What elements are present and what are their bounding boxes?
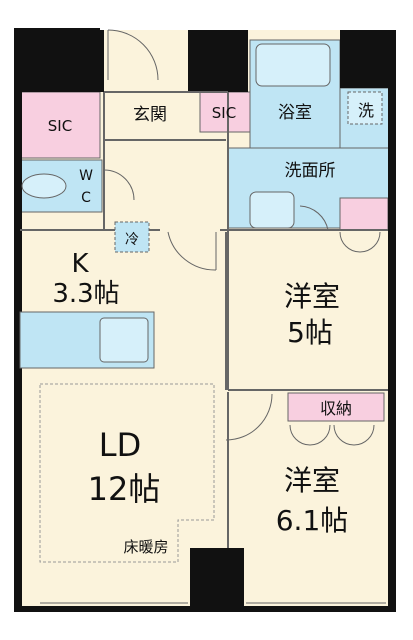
sic-right-area	[199, 91, 251, 133]
toilet-bowl	[21, 173, 67, 199]
label-bedroom1-name: 洋室	[284, 280, 340, 313]
label-bedroom2-size: 6.1帖	[276, 504, 349, 537]
wall-top-right	[188, 30, 248, 92]
label-ld-name: LD	[99, 426, 141, 464]
wall-left-outer	[14, 28, 22, 612]
label-wc-c: C	[81, 190, 91, 206]
label-washroom: 洗面所	[285, 161, 336, 181]
wall-top-left	[20, 28, 100, 92]
label-kitchen-size: 3.3帖	[52, 279, 119, 309]
kitchen-sink	[99, 317, 149, 363]
label-bath: 浴室	[278, 103, 312, 123]
closet-area	[287, 392, 385, 422]
interior-walls	[20, 91, 388, 548]
sic-left-area	[19, 91, 101, 159]
small-storage-area	[339, 197, 389, 231]
label-bedroom1-size: 5帖	[287, 316, 333, 349]
label-ld-size: 12帖	[88, 470, 161, 508]
wash-basin	[249, 191, 295, 229]
label-sic-right: SIC	[212, 104, 236, 122]
label-wc-w: W	[79, 168, 93, 184]
label-sic-left: SIC	[48, 117, 72, 135]
bathtub	[255, 43, 331, 87]
wall-bottom-column	[190, 548, 244, 610]
wall-right-outer	[388, 30, 396, 612]
label-genkan: 玄関	[133, 105, 167, 125]
fridge-box	[114, 221, 150, 253]
washer-box	[347, 91, 383, 125]
doors	[103, 29, 381, 446]
floor-heating-area	[39, 383, 215, 563]
label-washer: 洗	[358, 101, 374, 120]
wall-top-far-right	[340, 30, 390, 88]
label-bedroom2-name: 洋室	[284, 464, 340, 497]
wall-stub-top	[98, 30, 104, 92]
label-floor-heating: 床暖房	[123, 538, 168, 556]
label-fridge: 冷	[125, 232, 139, 248]
label-kitchen-name: K	[71, 249, 89, 279]
label-closet: 収納	[320, 399, 352, 418]
